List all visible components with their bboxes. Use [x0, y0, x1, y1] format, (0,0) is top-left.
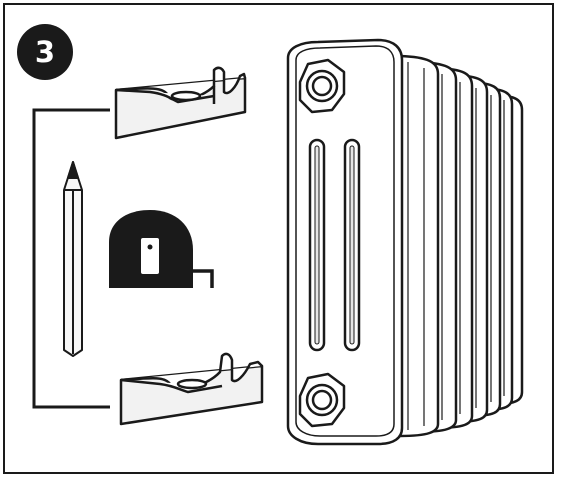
column-radiator-icon: [286, 38, 524, 446]
pencil-icon: [63, 161, 83, 357]
step-number-badge: 3: [17, 24, 73, 80]
measurement-connector-line: [32, 108, 110, 409]
wall-bracket-bottom-icon: [119, 352, 264, 426]
tape-measure-icon: [109, 210, 214, 288]
step-number: 3: [34, 35, 56, 69]
wall-bracket-top-icon: [114, 66, 247, 140]
